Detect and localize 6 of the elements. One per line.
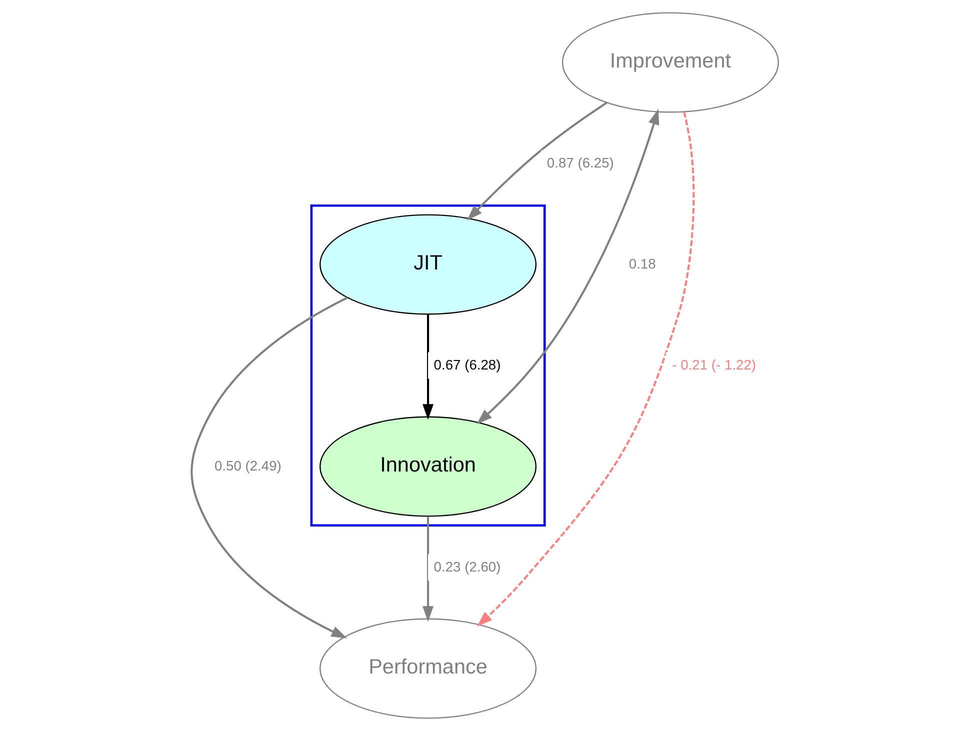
edge-label: 0.50 (2.49) [214, 458, 281, 474]
edge-label: 0.67 (6.28) [433, 356, 500, 373]
edge-label: 0.23 (2.60) [433, 558, 500, 575]
edge-label: - 0.21 (- 1.22) [672, 356, 756, 373]
edge-label: 0.18 [628, 256, 656, 272]
edge-label: 0.87 (6.25) [546, 154, 614, 171]
